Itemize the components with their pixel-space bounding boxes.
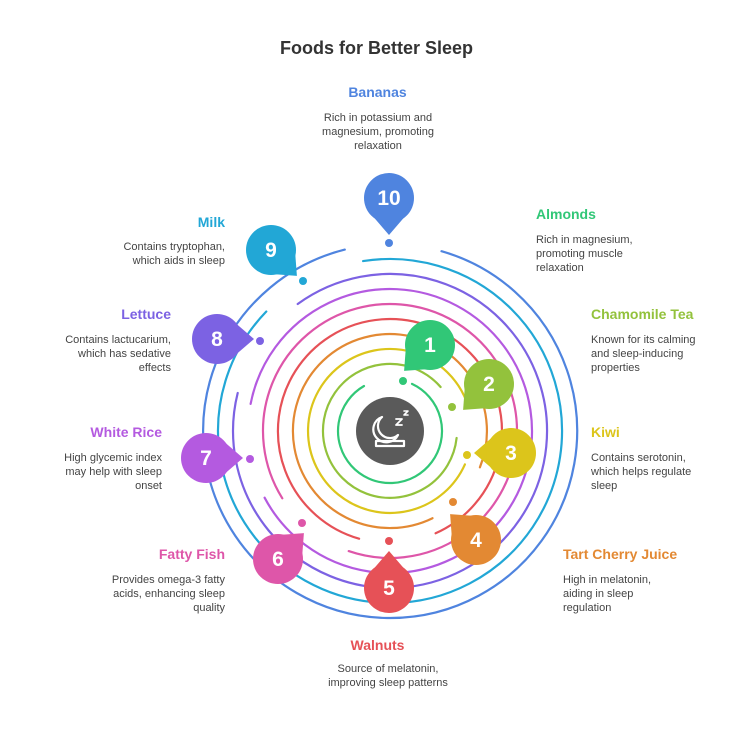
sleep-moon-icon (372, 410, 409, 448)
pointer-dot-7 (246, 455, 254, 463)
badge-6 (253, 534, 303, 584)
badge-number-3: 3 (505, 442, 517, 465)
badge-5 (364, 563, 414, 613)
label-kiwi-title: Kiwi (591, 424, 620, 440)
badge-number-1: 1 (424, 334, 436, 357)
label-walnuts-desc: Source of melatonin, improving sleep pat… (328, 663, 448, 689)
badge-3 (486, 428, 536, 478)
center-circle (356, 397, 424, 465)
pointer-dot-2 (448, 403, 456, 411)
label-almonds-desc: Rich in magnesium, promoting muscle rela… (536, 234, 633, 274)
badge-2 (464, 359, 514, 409)
label-almonds-title: Almonds (536, 206, 596, 222)
label-walnuts-title: Walnuts (350, 637, 405, 653)
label-chamomile-desc: Known for its calming and sleep-inducing… (591, 334, 696, 374)
pointer-dot-8 (256, 337, 264, 345)
badge-number-8: 8 (211, 328, 223, 351)
pointer-dot-3 (463, 451, 471, 459)
label-milk-desc: Contains tryptophan, which aids in sleep (123, 241, 225, 267)
badge-8 (192, 314, 242, 364)
label-rice-desc: High glycemic index may help with sleep … (64, 452, 162, 492)
pointer-dot-9 (299, 277, 307, 285)
badge-10 (364, 173, 414, 223)
pointer-dot-10 (385, 239, 393, 247)
label-bananas-desc: Rich in potassium and magnesium, promoti… (322, 112, 434, 152)
label-fish-desc: Provides omega-3 fatty acids, enhancing … (111, 574, 225, 614)
pointer-dot-4 (449, 498, 457, 506)
badge-4 (451, 515, 501, 565)
badge-number-4: 4 (470, 529, 482, 552)
label-cherry-title: Tart Cherry Juice (563, 546, 678, 562)
ring-arc-1 (336, 382, 444, 485)
label-kiwi-desc: Contains serotonin, which helps regulate… (591, 452, 692, 492)
pointer-dot-5 (385, 537, 393, 545)
label-milk-title: Milk (197, 214, 225, 230)
label-lettuce-title: Lettuce (121, 306, 171, 322)
page-title: Foods for Better Sleep (279, 38, 474, 58)
badge-number-2: 2 (483, 373, 495, 396)
label-chamomile-title: Chamomile Tea (591, 306, 694, 322)
badge-1 (405, 320, 455, 370)
label-cherry-desc: High in melatonin, aiding in sleep regul… (563, 574, 652, 614)
badge-number-5: 5 (383, 577, 395, 600)
label-fish-title: Fatty Fish (158, 546, 225, 562)
ring-arc-2 (321, 362, 458, 499)
label-lettuce-desc: Contains lactucarium, which has sedative… (65, 334, 171, 374)
badge-7 (181, 433, 231, 483)
ring-arc-7 (249, 287, 534, 575)
pointer-dot-1 (399, 377, 407, 385)
label-bananas-title: Bananas (348, 84, 407, 100)
badge-number-6: 6 (272, 548, 284, 571)
label-rice-title: White Rice (90, 424, 162, 440)
badge-number-9: 9 (265, 239, 277, 262)
pointer-dot-6 (298, 519, 306, 527)
badge-number-7: 7 (200, 447, 212, 470)
badge-number-10: 10 (377, 187, 400, 210)
ring-arc-8 (231, 272, 549, 590)
badge-9 (246, 225, 296, 275)
